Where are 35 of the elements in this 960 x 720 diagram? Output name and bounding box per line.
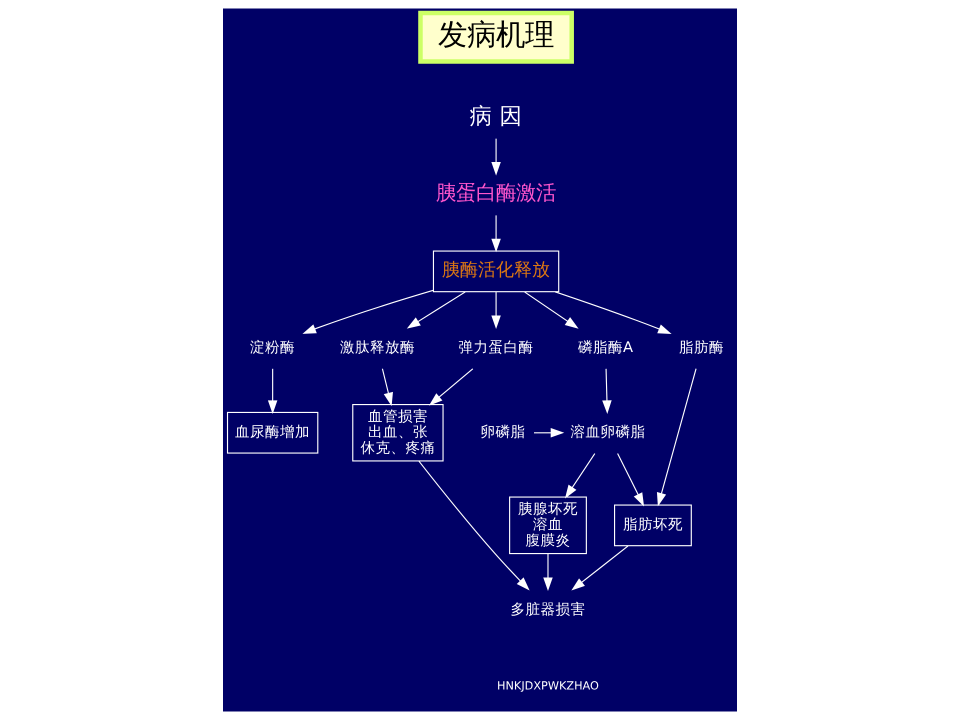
diagram-title: 发病机理	[438, 17, 554, 52]
arrow	[602, 368, 612, 414]
node-text: 溶血卵磷脂	[570, 424, 646, 441]
arrow	[491, 138, 501, 176]
label: HNKJDXPWKZHAO	[497, 680, 599, 692]
arrow	[491, 292, 501, 330]
node-box: 血尿酶增加	[226, 412, 318, 454]
node-text: 激肽释放酶	[340, 338, 416, 356]
node-box: 胰酶活化释放	[432, 250, 560, 292]
node-text: 弹力蛋白酶	[458, 338, 534, 356]
arrow	[554, 291, 672, 334]
node-box: 胰腺坏死 溶血 腹膜炎	[509, 496, 587, 554]
node-text: 病 因	[469, 104, 523, 130]
node-text: 淀粉酶	[250, 338, 296, 356]
arrow	[543, 554, 553, 592]
node-text: 脂肪酶	[678, 338, 724, 356]
arrow	[534, 428, 564, 438]
arrow	[302, 290, 434, 334]
arrow	[656, 368, 697, 506]
node-text: 磷脂酶A	[578, 338, 634, 356]
node-text: 胰蛋白酶激活	[436, 180, 556, 205]
arrow	[382, 368, 393, 406]
arrow	[418, 460, 530, 590]
node-box: 脂肪坏死	[614, 504, 692, 546]
arrow	[617, 453, 644, 506]
node-text: 多脏器损害	[510, 600, 586, 618]
arrow	[564, 453, 596, 499]
arrow	[524, 291, 579, 329]
arrow	[428, 368, 474, 406]
node-text: 卵磷脂	[480, 424, 526, 441]
node-box: 血管损害 出血、张 休克、疼痛	[352, 404, 444, 462]
arrow	[406, 291, 466, 329]
arrow	[491, 215, 501, 252]
arrow	[268, 368, 278, 414]
arrow	[571, 546, 628, 590]
